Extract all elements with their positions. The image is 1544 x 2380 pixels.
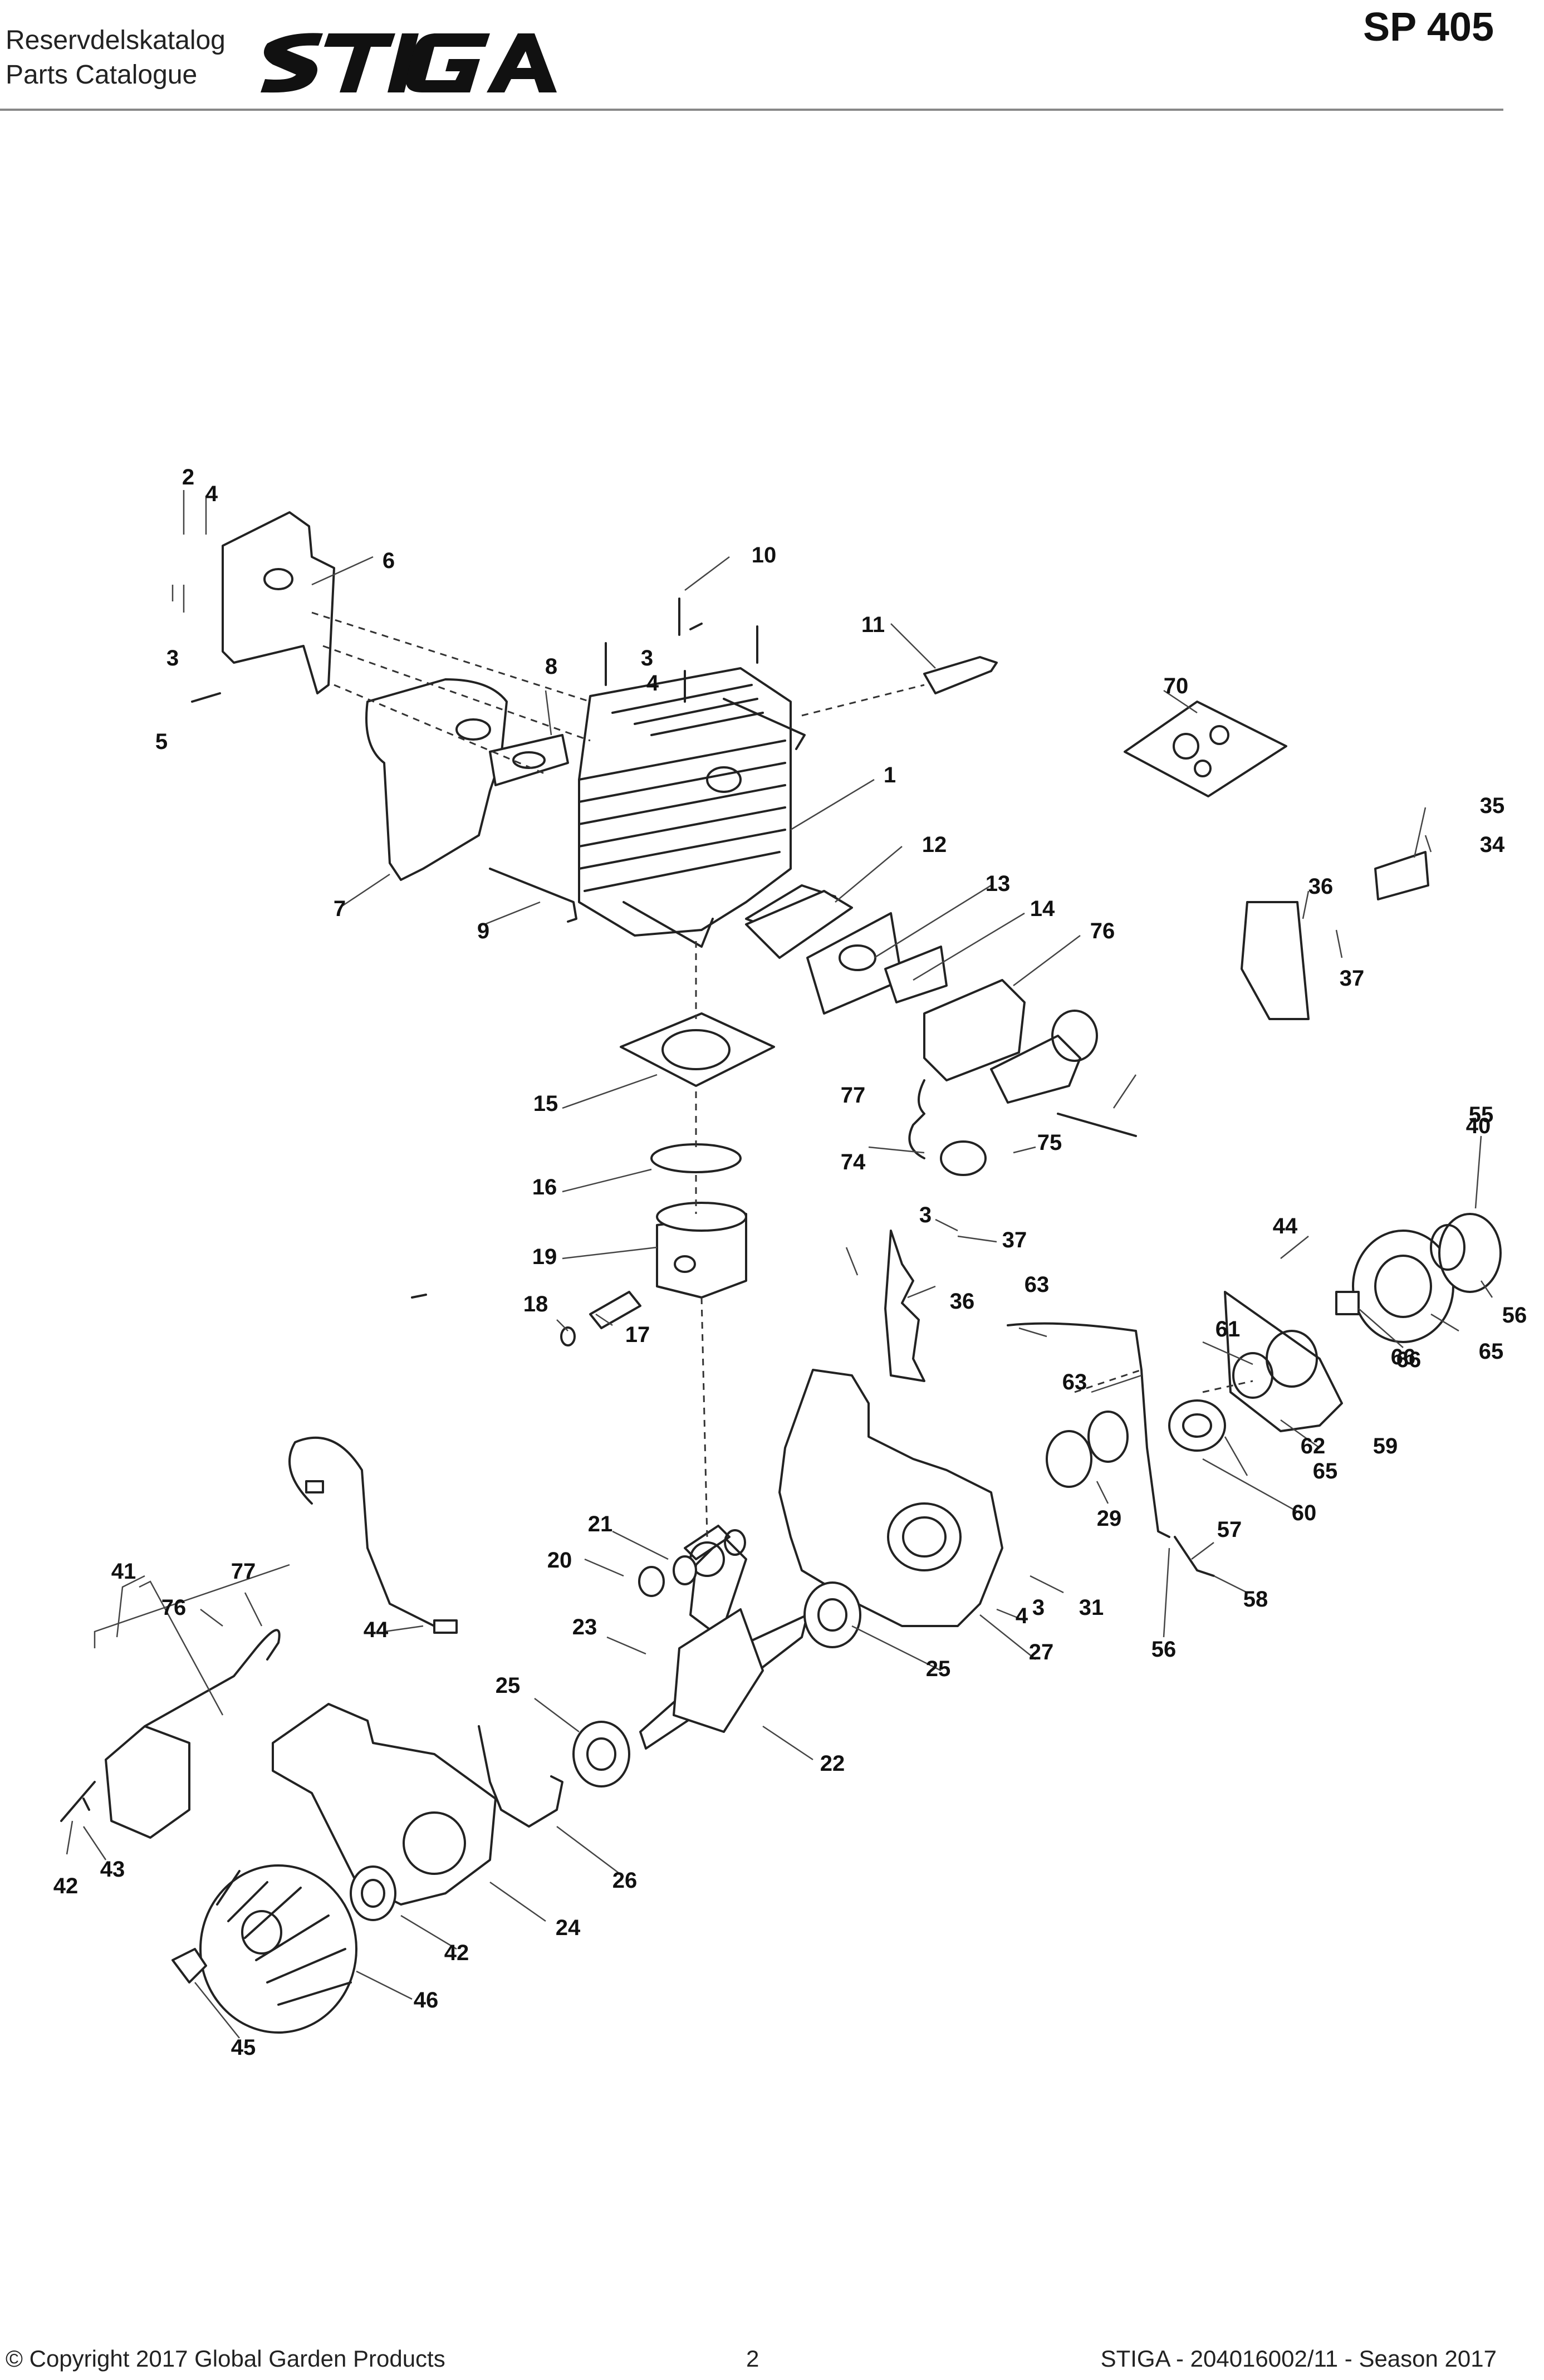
callout-label: 42 (53, 1874, 79, 1898)
callout-label: 4 (1016, 1604, 1028, 1628)
callout-label: 74 (841, 1150, 866, 1174)
catalog-title-english: Parts Catalogue (6, 60, 198, 90)
callout-label: 37 (1002, 1228, 1027, 1252)
footer-copyright: © Copyright 2017 Global Garden Products (6, 2345, 445, 2372)
callout-label: 5 (155, 729, 168, 754)
callout-label: 63 (1062, 1370, 1087, 1394)
callout-label: 7 (334, 897, 346, 921)
callout-label: 12 (922, 832, 947, 857)
callout-label: 65 (1313, 1459, 1338, 1483)
callout-label: 9 (477, 919, 489, 943)
catalog-title: Reservdelskatalog Parts Catalogue (6, 23, 226, 92)
callout-label: 24 (556, 1916, 581, 1940)
callout-label: 56 (1151, 1637, 1177, 1662)
callout-label: 40 (1466, 1114, 1491, 1138)
callout-label: 45 (231, 2035, 256, 2060)
cylinder-drawing (578, 667, 792, 948)
callout-label: 66 (1396, 1348, 1422, 1372)
callout-label: 76 (1090, 919, 1115, 943)
callout-label: 27 (1029, 1640, 1054, 1664)
callout-label: 16 (532, 1175, 557, 1199)
callout-label: 25 (496, 1673, 521, 1698)
callout-label: 35 (1480, 794, 1505, 818)
callout-label: 10 (752, 543, 777, 567)
callout-labels: 2 4 3 5 6 7 8 9 10 3 4 11 1 12 13 14 76 … (53, 465, 1527, 2060)
callout-label: 22 (820, 1751, 845, 1776)
callout-label: 65 (1479, 1339, 1504, 1364)
callout-label: 8 (545, 654, 557, 679)
callout-label: 25 (926, 1657, 951, 1681)
header-rule (0, 109, 1503, 111)
callout-label: 42 (444, 1941, 469, 1965)
callout-label: 44 (364, 1618, 389, 1642)
footer-page-number: 2 (746, 2345, 759, 2372)
callout-label: 18 (523, 1292, 548, 1316)
callout-label: 4 (205, 482, 218, 506)
callout-label: 41 (111, 1559, 136, 1584)
callout-label: 1 (884, 763, 896, 787)
callout-label: 36 (950, 1289, 975, 1314)
callout-label: 23 (572, 1615, 597, 1639)
callout-label: 57 (1217, 1517, 1242, 1542)
callout-label: 43 (100, 1857, 125, 1882)
callout-label: 60 (1292, 1501, 1317, 1525)
callout-label: 21 (588, 1512, 613, 1536)
callout-label: 77 (841, 1083, 866, 1108)
callout-label: 76 (161, 1595, 187, 1620)
callout-label: 4 (646, 671, 659, 696)
callout-label: 3 (919, 1203, 932, 1227)
callout-label: 62 (1301, 1434, 1326, 1458)
callout-label: 31 (1079, 1595, 1104, 1620)
callout-label: 20 (547, 1548, 572, 1573)
callout-label: 2 (182, 465, 194, 489)
callout-label: 34 (1480, 832, 1505, 857)
callout-label: 61 (1215, 1317, 1241, 1341)
footer-document-reference: STIGA - 204016002/11 - Season 2017 (1100, 2345, 1497, 2372)
callout-label: 44 (1273, 1214, 1298, 1238)
callout-label: 15 (533, 1091, 558, 1116)
callout-label: 56 (1502, 1303, 1527, 1328)
crankshaft-drawing (639, 1525, 808, 1750)
callout-label: 36 (1308, 874, 1334, 899)
callout-label: 46 (414, 1988, 439, 2012)
callout-label: 29 (1097, 1506, 1122, 1531)
callout-label: 58 (1243, 1587, 1268, 1612)
stiga-logo (261, 33, 557, 93)
callout-label: 70 (1164, 674, 1189, 698)
callout-label: 66 (1391, 1345, 1416, 1369)
flywheel-drawing (199, 1864, 357, 2034)
callout-label: 26 (612, 1868, 638, 1893)
callout-label: 19 (532, 1245, 557, 1269)
callout-label: 3 (166, 646, 179, 670)
callout-label: 55 (1469, 1103, 1494, 1127)
callout-label: 13 (986, 871, 1011, 896)
callout-label: 59 (1373, 1434, 1398, 1458)
model-number: SP 405 (1363, 5, 1494, 50)
callout-label: 6 (383, 549, 395, 573)
callout-label: 11 (861, 613, 885, 637)
callout-label: 3 (1032, 1595, 1045, 1620)
catalog-title-swedish: Reservdelskatalog (6, 26, 226, 55)
callout-label: 77 (231, 1559, 256, 1584)
callout-label: 37 (1340, 966, 1365, 991)
callout-label: 3 (641, 646, 653, 670)
callout-label: 75 (1037, 1130, 1062, 1155)
callout-label: 63 (1025, 1272, 1050, 1297)
callout-label: 17 (625, 1323, 650, 1347)
callout-label: 14 (1030, 897, 1055, 921)
